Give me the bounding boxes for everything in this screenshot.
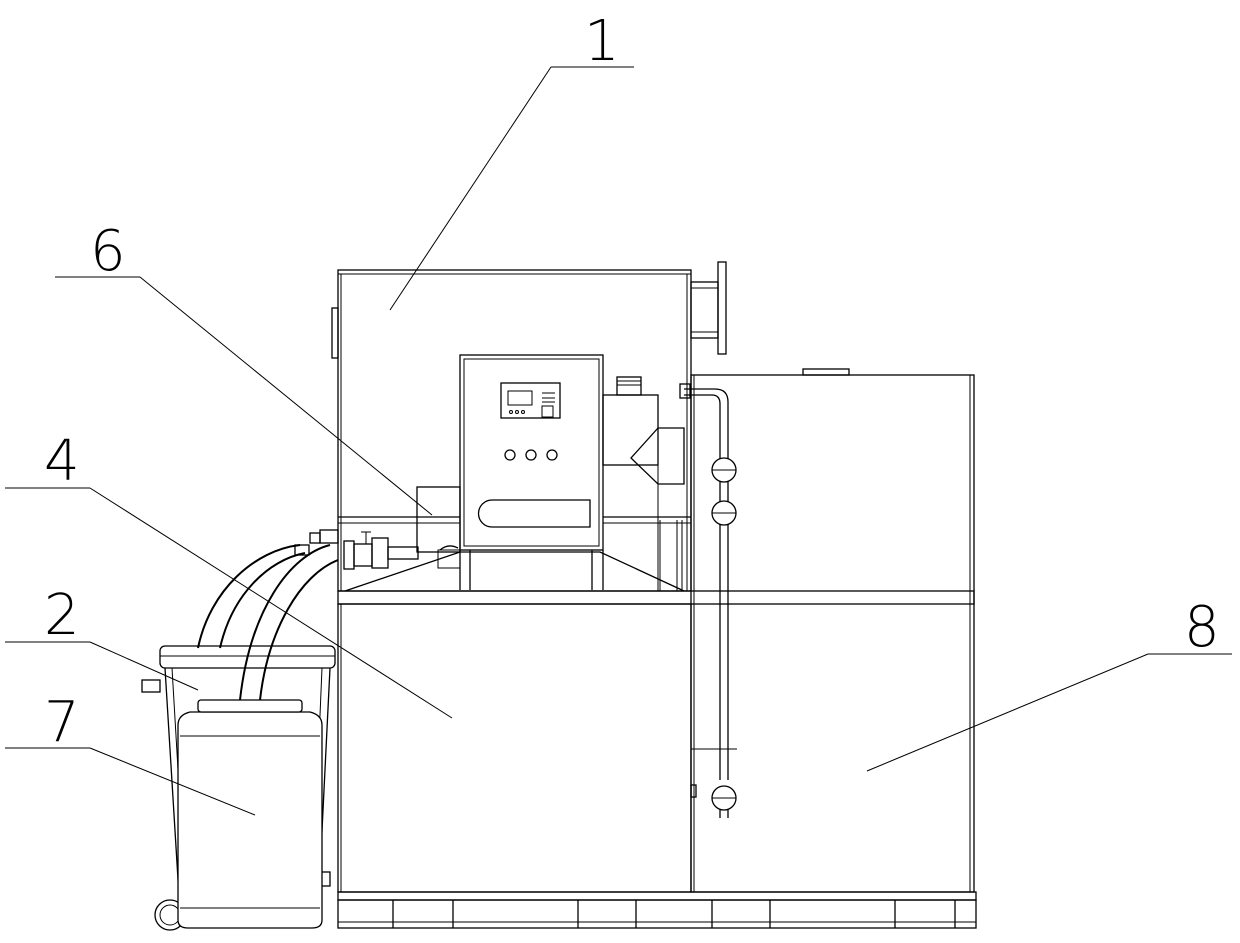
hoses	[197, 544, 339, 701]
control-cabinet	[459, 354, 604, 590]
blower-unit	[602, 376, 685, 591]
valve-assembly	[294, 529, 419, 570]
feed-box	[416, 486, 461, 569]
lower-tank	[337, 603, 692, 893]
middle-deck	[337, 590, 975, 605]
callout-leaders	[5, 66, 1232, 816]
callout-8: 8	[1184, 595, 1220, 660]
pallet-base	[337, 891, 977, 929]
callout-4: 4	[44, 429, 80, 494]
callout-6: 6	[90, 219, 126, 284]
callout-1: 1	[584, 9, 620, 74]
callout-7: 7	[44, 690, 80, 755]
level-gauge-pipe	[679, 383, 737, 818]
right-tank	[690, 368, 975, 893]
collection-container	[177, 699, 323, 929]
outlet-flange	[690, 261, 727, 355]
callout-2: 2	[44, 583, 80, 648]
